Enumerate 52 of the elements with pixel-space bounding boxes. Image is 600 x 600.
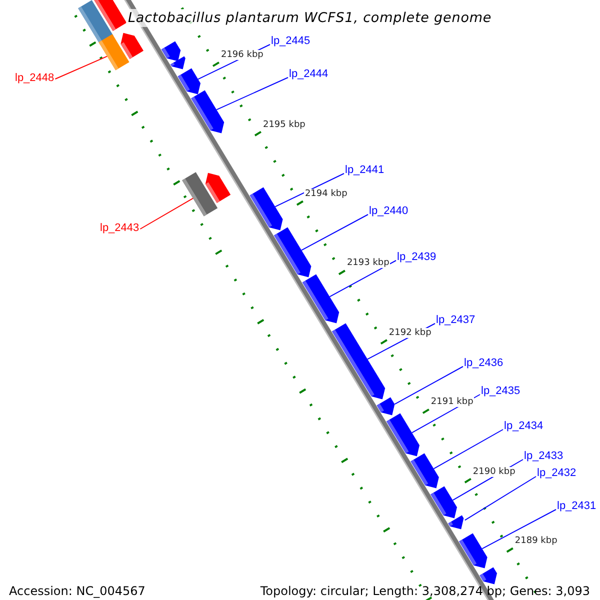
leader-line: [464, 476, 536, 521]
gene-segment: [386, 413, 420, 456]
gene-segment: [459, 533, 488, 568]
gene-label: lp_2431: [557, 500, 596, 512]
gene-segment: [170, 56, 186, 70]
scale-label: 2193 kbp: [346, 258, 390, 268]
gene-segment: [250, 187, 283, 230]
gene-segment: [120, 32, 144, 59]
gene-label: lp_2432: [537, 466, 576, 480]
gene-label: lp_2439: [397, 250, 436, 264]
gene-label: lp_2433: [524, 450, 564, 462]
title: Lactobacillus plantarum WCFS1, complete genome: [126, 9, 494, 27]
gene-label: lp_2440: [369, 204, 408, 218]
gene-label: lp_2444: [289, 68, 328, 80]
gene-segment: [191, 90, 224, 134]
gene-block: [182, 172, 218, 216]
leader-line: [140, 198, 194, 230]
scale-label: 2189 kbp: [514, 536, 558, 546]
gene-segment: [430, 486, 457, 518]
gene-label: lp_2435: [481, 384, 520, 398]
leader-line: [54, 56, 108, 80]
scale-label: 2190 kbp: [472, 466, 516, 477]
gene-segment: [178, 68, 200, 94]
scale-label: 2191 kbp: [430, 397, 474, 408]
leader-line: [482, 509, 556, 550]
gene-segment: [448, 515, 464, 530]
leader-line: [301, 214, 368, 251]
leader-line: [274, 173, 344, 208]
gene-label: lp_2434: [504, 420, 544, 432]
gene-segment: [376, 397, 395, 416]
scale-label: 2194 kbp: [304, 189, 348, 200]
leader-line: [329, 260, 396, 298]
scale-label: 2195 kbp: [262, 120, 306, 130]
gene-segment: [332, 323, 386, 400]
gene-label: lp_2436: [464, 356, 504, 370]
footer-text: Accession: NC_004567: [8, 584, 146, 599]
gene-segment: [410, 453, 439, 488]
gene-label: lp_2443: [100, 222, 140, 234]
leader-line: [216, 77, 288, 110]
scale-label: 2192 kbp: [388, 328, 432, 338]
gene-label: lp_2441: [345, 164, 384, 176]
scale-label: 2196 kbp: [220, 50, 264, 60]
leader-line: [394, 366, 464, 405]
gene-block: [94, 0, 127, 31]
leader-line: [433, 429, 504, 470]
gene-label: lp_2437: [436, 314, 476, 326]
gene-segment: [302, 274, 340, 324]
gene-segment: [480, 567, 497, 584]
gene-label: lp_2445: [271, 34, 310, 48]
gene-segment: [274, 227, 312, 278]
footer-text: Topology: circular; Length: 3,308,274 bp; Genes: 3,093: [259, 584, 591, 599]
gene-label: lp_2448: [15, 72, 54, 84]
